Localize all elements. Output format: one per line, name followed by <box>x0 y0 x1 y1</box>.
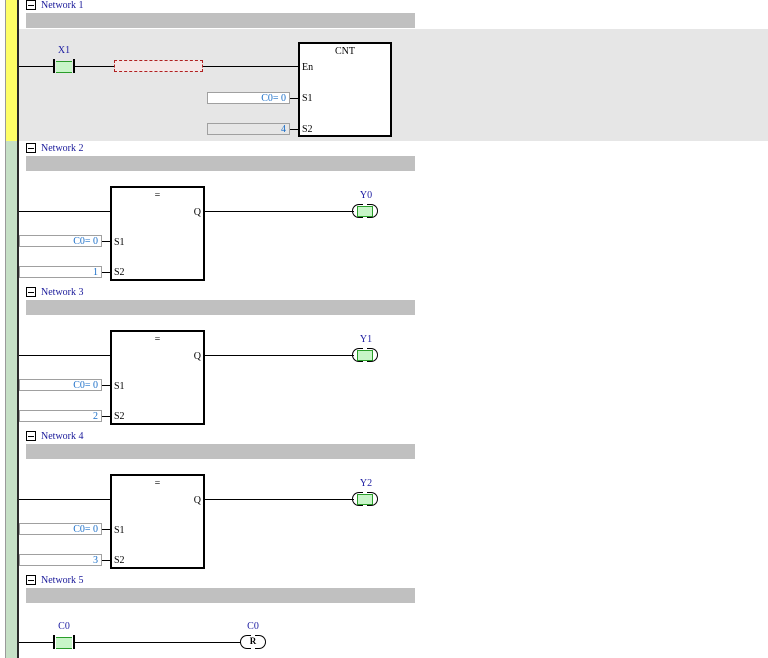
compare-equal-block[interactable]: = Q S1 S2 <box>110 330 205 425</box>
collapse-icon[interactable] <box>26 287 36 297</box>
network-2-comment[interactable] <box>26 156 415 171</box>
collapse-icon[interactable] <box>26 143 36 153</box>
output-coil[interactable] <box>352 492 378 506</box>
s2-operand-field[interactable]: 3 <box>19 554 102 566</box>
wire <box>102 241 111 242</box>
wire <box>19 642 53 643</box>
coil-label: C0 <box>247 621 259 632</box>
editor-left-margin <box>0 0 6 658</box>
network-1-selection-bar[interactable] <box>6 0 18 141</box>
collapse-icon[interactable] <box>26 575 36 585</box>
wire <box>204 355 354 356</box>
wire <box>290 129 299 130</box>
wire <box>102 272 111 273</box>
pin-s2: S2 <box>114 555 125 566</box>
wire <box>19 66 53 67</box>
coil-label: Y1 <box>359 334 373 345</box>
wire <box>75 642 241 643</box>
network-5-header: Network 5 <box>26 574 84 586</box>
wire <box>204 499 354 500</box>
s2-operand-field[interactable]: 2 <box>19 410 102 422</box>
wire <box>102 560 111 561</box>
network-1-comment[interactable] <box>26 13 415 28</box>
coil-label: Y0 <box>359 190 373 201</box>
pin-s2: S2 <box>302 124 313 135</box>
coil-type-letter: R <box>249 636 257 646</box>
pin-s1: S1 <box>114 381 125 392</box>
pin-q: Q <box>193 495 201 506</box>
output-coil[interactable] <box>352 348 378 362</box>
network-title[interactable]: Network 3 <box>41 286 84 298</box>
network-title[interactable]: Network 2 <box>41 142 84 154</box>
contact-label: C0 <box>58 621 70 632</box>
network-title[interactable]: Network 4 <box>41 430 84 442</box>
network-3-header: Network 3 <box>26 286 84 298</box>
wire <box>19 499 111 500</box>
network-5-comment[interactable] <box>26 588 415 603</box>
wire <box>290 98 299 99</box>
contact-label: X1 <box>57 45 71 56</box>
wire <box>102 416 111 417</box>
compare-equal-block[interactable]: = Q S1 S2 <box>110 186 205 281</box>
block-name: = <box>154 334 161 345</box>
s1-operand-field[interactable]: C0= 0 <box>19 235 102 247</box>
normally-open-contact[interactable] <box>53 59 75 73</box>
network-4-header: Network 4 <box>26 430 84 442</box>
output-coil[interactable] <box>352 204 378 218</box>
block-name: CNT <box>335 46 355 57</box>
reset-coil[interactable]: R <box>240 635 266 649</box>
empty-instruction-slot[interactable] <box>114 60 203 72</box>
pin-q: Q <box>193 207 201 218</box>
wire <box>204 211 354 212</box>
s1-operand-field[interactable]: C0= 0 <box>19 379 102 391</box>
wire <box>19 355 111 356</box>
network-3-comment[interactable] <box>26 300 415 315</box>
pin-en: En <box>302 62 314 73</box>
s2-operand-field[interactable]: 1 <box>19 266 102 278</box>
s1-operand-field[interactable]: C0= 0 <box>207 92 290 104</box>
normally-open-contact[interactable] <box>53 635 75 649</box>
pin-s2: S2 <box>114 267 125 278</box>
pin-s1: S1 <box>114 237 125 248</box>
compare-equal-block[interactable]: = Q S1 S2 <box>110 474 205 569</box>
network-1-header: Network 1 <box>26 0 84 11</box>
pin-s2: S2 <box>114 411 125 422</box>
block-name: = <box>154 478 161 489</box>
wire <box>102 385 111 386</box>
pin-s1: S1 <box>114 525 125 536</box>
network-title[interactable]: Network 1 <box>41 0 84 11</box>
network-2-header: Network 2 <box>26 142 84 154</box>
network-title[interactable]: Network 5 <box>41 574 84 586</box>
wire <box>19 211 111 212</box>
network-selection-bar[interactable] <box>6 141 18 658</box>
s2-operand-field[interactable]: 4 <box>207 123 290 135</box>
network-4-comment[interactable] <box>26 444 415 459</box>
s1-operand-field[interactable]: C0= 0 <box>19 523 102 535</box>
block-name: = <box>154 190 161 201</box>
pin-s1: S1 <box>302 93 313 104</box>
left-power-rail <box>17 0 19 658</box>
coil-label: Y2 <box>359 478 373 489</box>
cnt-function-block[interactable]: CNT En S1 S2 <box>298 42 392 137</box>
pin-q: Q <box>193 351 201 362</box>
network-1-body <box>19 29 768 141</box>
collapse-icon[interactable] <box>26 431 36 441</box>
collapse-icon[interactable] <box>26 0 36 10</box>
wire <box>102 529 111 530</box>
